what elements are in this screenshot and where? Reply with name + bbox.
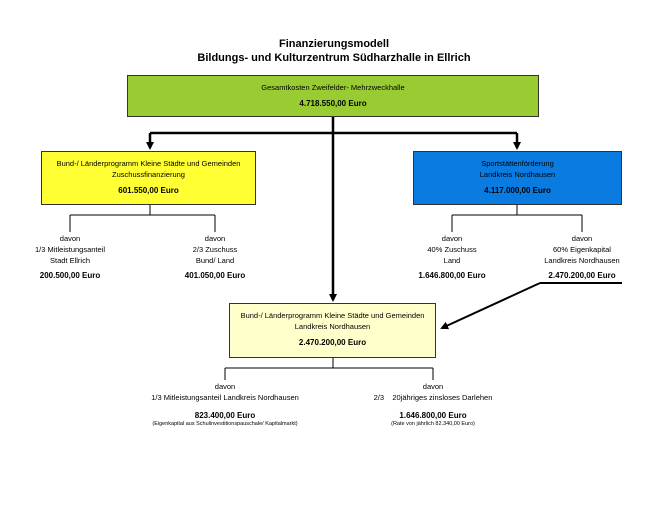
split-right-a-davon: davon [441, 234, 463, 243]
split-bottom-b-line-1: 2/3 20jähriges zinsloses Darlehen [373, 393, 493, 402]
split-left-a-davon: davon [59, 234, 81, 243]
split-right-b-line-1: 60% Eigenkapital [553, 245, 611, 254]
node-left: Bund-/ Länderprogramm Kleine Städte und … [41, 151, 256, 205]
node-right-label-2: Landkreis Nordhausen [479, 170, 556, 179]
split-left-a-line-2: Stadt Ellrich [49, 256, 91, 265]
split-left-a: davon 1/3 Mitleistungsanteil Stadt Ellri… [0, 233, 150, 281]
title-line-2: Bildungs- und Kulturzentrum Südharzhalle… [197, 52, 471, 64]
split-left-b-davon: davon [204, 234, 226, 243]
node-right-amount: 4.117.000,00 Euro [484, 186, 551, 195]
node-total-label: Gesamtkosten Zweifelder- Mehrzweckhalle [261, 83, 405, 92]
split-bottom-b-amount: 1.646.800,00 Euro [399, 411, 467, 420]
split-right-b-amount: 2.470.200,00 Euro [548, 271, 616, 280]
node-center-label-1: Bund-/ Länderprogramm Kleine Städte und … [240, 311, 425, 320]
split-right-b-davon: davon [571, 234, 593, 243]
split-bottom-a: davon 1/3 Mitleistungsanteil Landkreis N… [120, 381, 330, 428]
title-line-1: Finanzierungsmodell [278, 38, 389, 50]
split-bottom-b-note: (Rate von jährlich 82.340,00 Euro) [391, 421, 475, 427]
split-right-a: davon 40% Zuschuss Land 1.646.800,00 Eur… [372, 233, 532, 281]
arrow-right-b-to-center [440, 282, 541, 330]
split-bottom-a-line-1: 1/3 Mitleistungsanteil Landkreis Nordhau… [151, 393, 299, 402]
node-total: Gesamtkosten Zweifelder- Mehrzweckhalle … [127, 75, 539, 117]
split-left-a-amount: 200.500,00 Euro [39, 271, 101, 280]
split-bottom-a-amount: 823.400,00 Euro [194, 411, 256, 420]
split-bottom-a-davon: davon [214, 382, 236, 391]
split-bottom-b: davon 2/3 20jähriges zinsloses Darlehen … [340, 381, 526, 428]
split-bottom-b-davon: davon [422, 382, 444, 391]
split-bottom-a-note: (Eigenkapital aus Schulinvestitionspausc… [152, 421, 298, 427]
split-right-a-amount: 1.646.800,00 Euro [418, 271, 486, 280]
node-total-amount: 4.718.550,00 Euro [299, 99, 367, 108]
node-right-label-1: Sportstättenförderung [481, 159, 554, 168]
split-right-a-line-1: 40% Zuschuss [427, 245, 477, 254]
split-right-b: davon 60% Eigenkapital Landkreis Nordhau… [502, 233, 662, 281]
split-left-a-line-1: 1/3 Mitleistungsanteil [34, 245, 106, 254]
node-left-label-2: Zuschussfinanzierung [112, 170, 185, 179]
split-left-b-line-2: Bund/ Land [195, 256, 235, 265]
split-left-b: davon 2/3 Zuschuss Bund/ Land 401.050,00… [135, 233, 295, 281]
node-center-amount: 2.470.200,00 Euro [298, 338, 367, 347]
node-left-label-1: Bund-/ Länderprogramm Kleine Städte und … [56, 159, 241, 168]
split-right-b-line-2: Landkreis Nordhausen [544, 256, 620, 265]
node-left-amount: 601.550,00 Euro [118, 186, 179, 195]
node-center-label-2: Landkreis Nordhausen [294, 322, 371, 331]
split-left-b-line-1: 2/3 Zuschuss [192, 245, 238, 254]
node-right: Sportstättenförderung Landkreis Nordhaus… [413, 151, 622, 205]
split-left-b-amount: 401.050,00 Euro [184, 271, 246, 280]
node-center: Bund-/ Länderprogramm Kleine Städte und … [229, 303, 436, 358]
split-right-a-line-2: Land [443, 256, 461, 265]
